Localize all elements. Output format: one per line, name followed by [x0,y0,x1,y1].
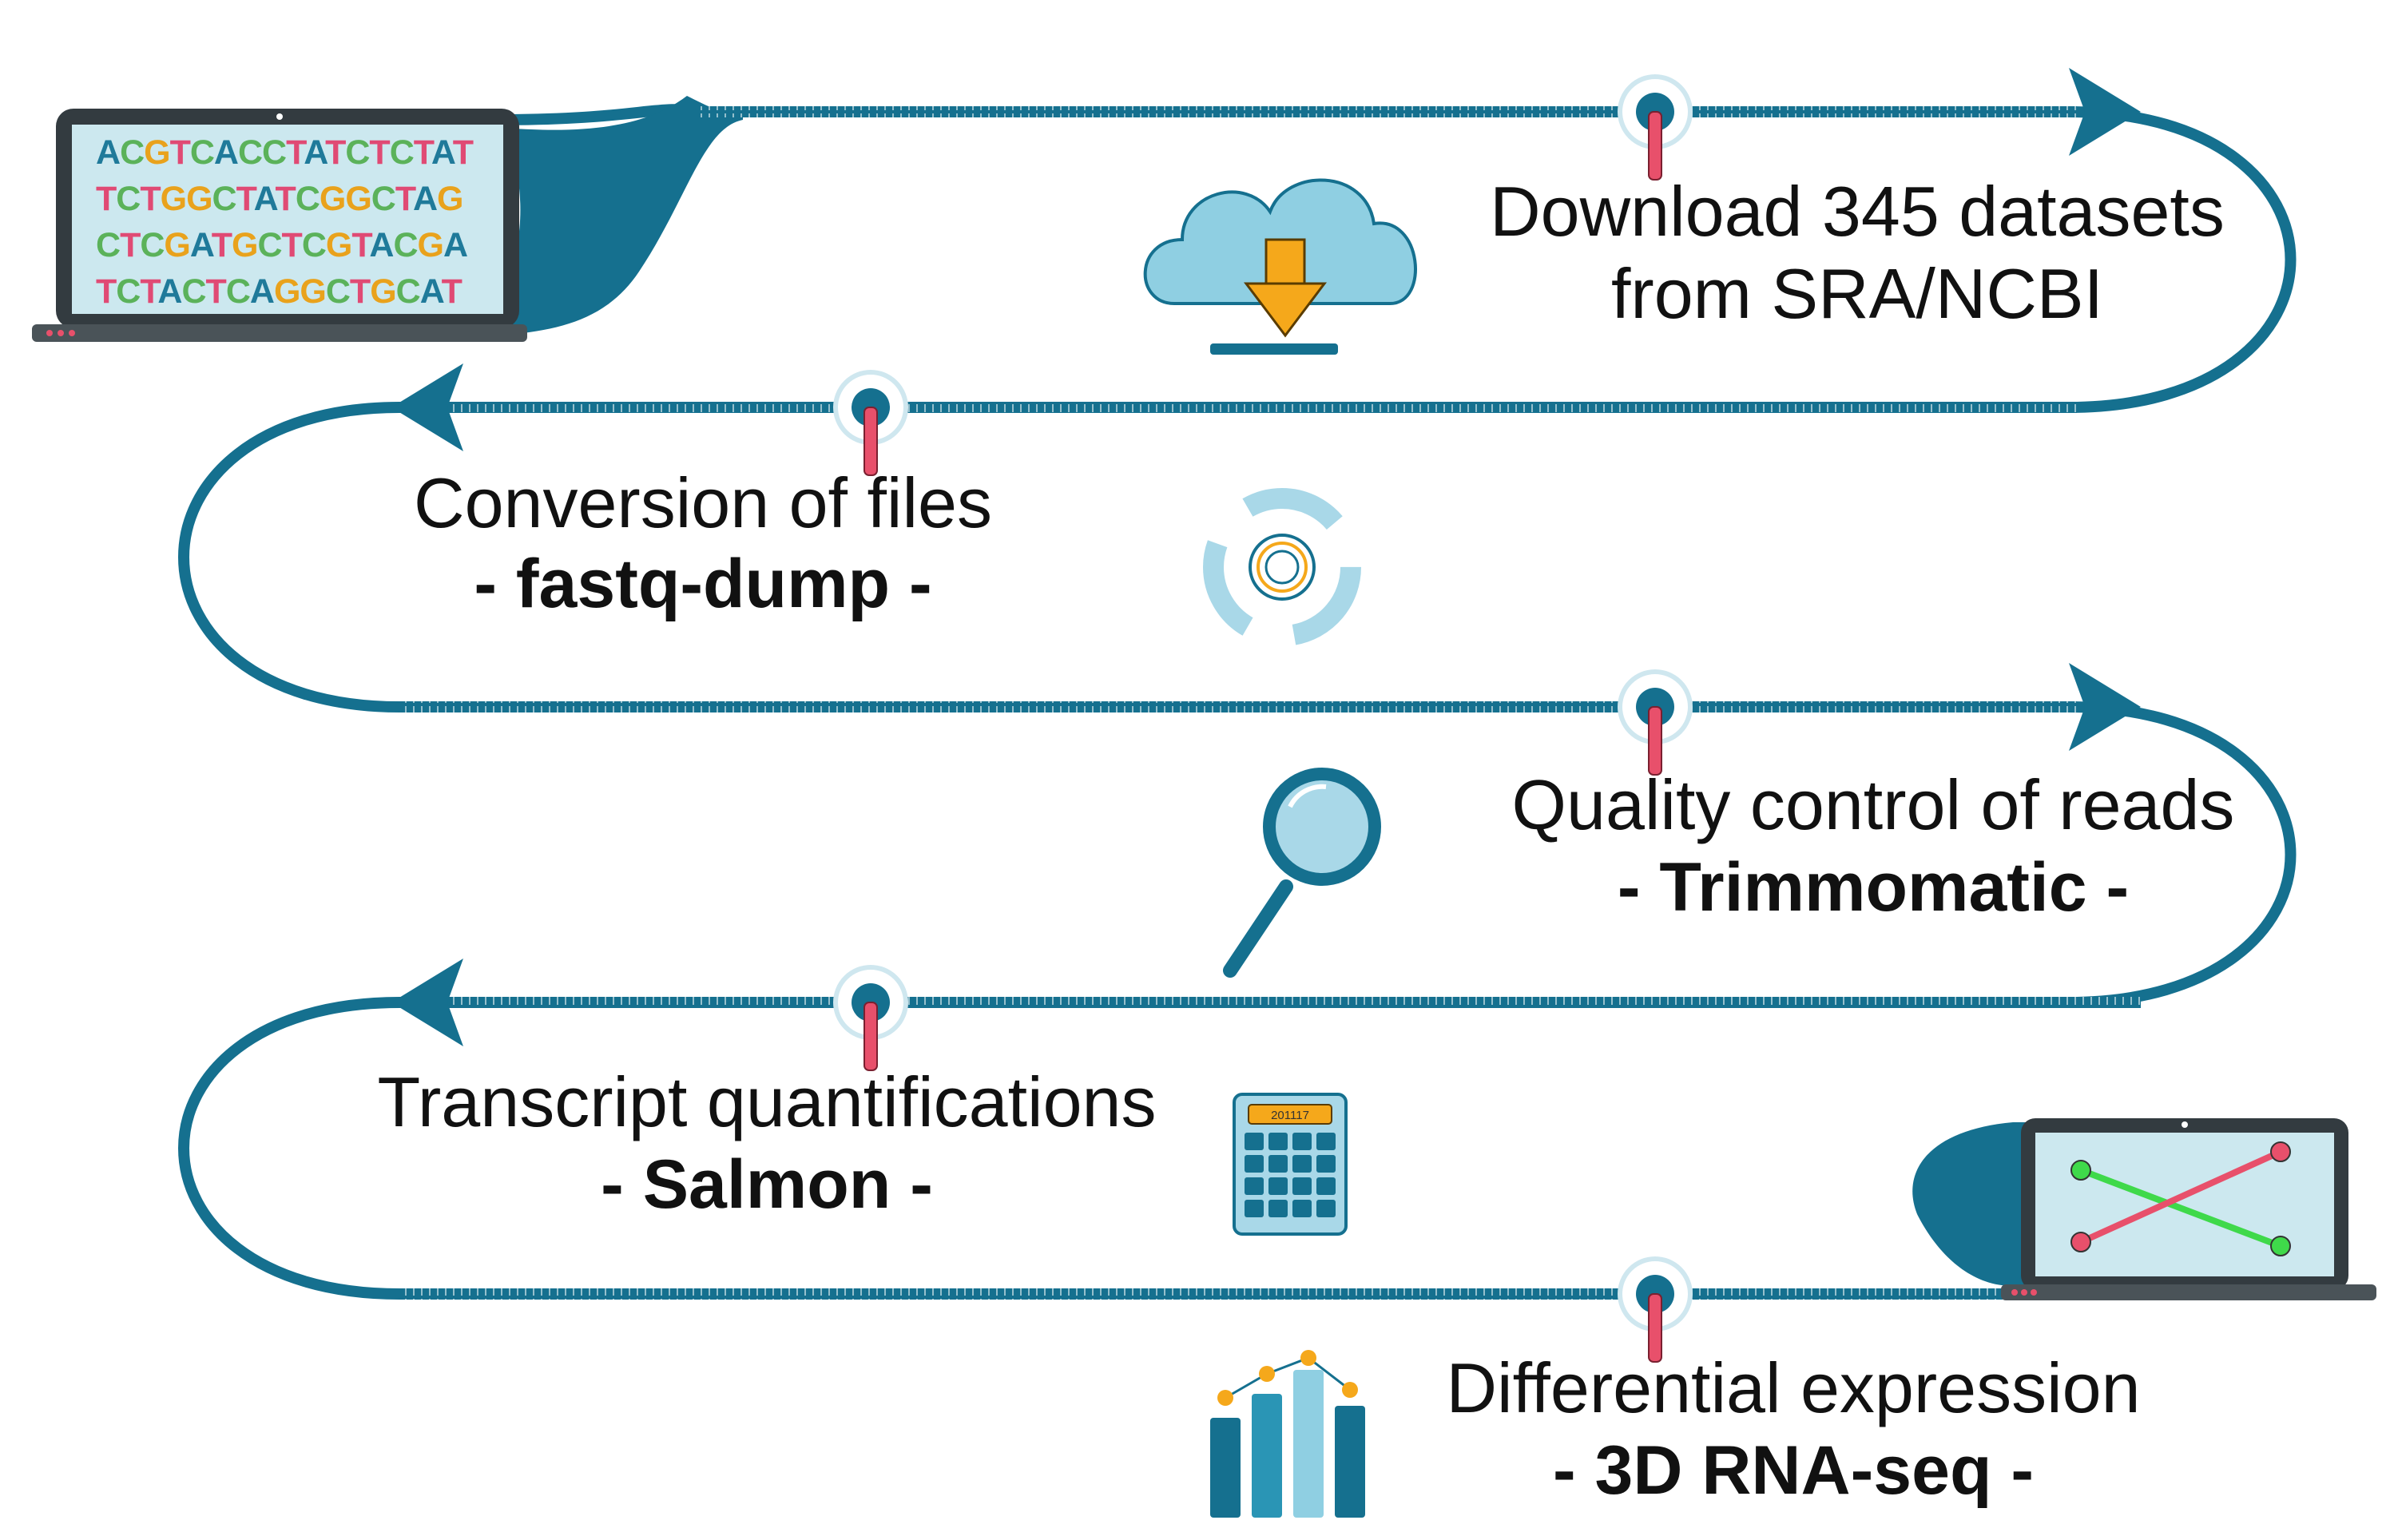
dna-line: TCTGGCTATCGGCTAG [96,180,463,218]
crossing-lines-chart-icon [2070,1141,2291,1256]
dna-line: ACGTCACCTATCTCTAT [96,133,474,172]
bar-chart-icon [1210,1350,1365,1518]
cloud-download-icon [1143,178,1417,355]
direction-arrows [391,68,2141,1046]
step-3-title: Quality control of reads [1512,765,2235,844]
path-turn-left-2 [178,997,405,1300]
dna-sequence-text: ACGTCACCTATCTCTAT TCTGGCTATCGGCTAG CTCGATG… [96,133,474,311]
serpentine-path [178,104,2297,1300]
arrow-left-1-icon [391,363,463,451]
track-row-2 [399,402,2077,413]
track-row-5 [399,1288,2013,1300]
laptop-end [2001,1118,2376,1300]
path-start-flare [495,96,743,335]
pin-step-1 [1618,74,1693,181]
refresh-cycle-icon [1203,488,1361,646]
track-row-1 [695,106,2077,117]
step-2-tool: - fastq-dump - [474,546,931,622]
pin-step-3 [1618,669,1693,776]
step-1-title: Download 345 datasets [1490,172,2225,251]
pin-step-5 [1618,1256,1693,1363]
calculator-icon: 201117 [1233,1093,1348,1236]
arrow-right-2-icon [2069,663,2141,751]
laptop-start-base [32,324,527,342]
arrow-right-1-icon [2069,68,2141,156]
step-5-title: Differential expression [1446,1348,2140,1427]
path-turn-right-2 [2063,701,2297,1008]
step-1-title-line-2: from SRA/NCBI [1611,254,2103,333]
magnifier-icon [1223,768,1381,978]
dna-line: TCTACTCAGGCTGCAT [96,272,463,311]
path-end-flare [1912,1122,2029,1286]
dna-line: CTCGATGCTCGTACGA [96,226,467,264]
arrow-left-2-icon [391,959,463,1046]
step-pins [833,74,1693,1363]
path-turn-right-1 [2063,106,2297,413]
step-5-tool: - 3D RNA-seq - [1553,1432,2034,1509]
step-4-title: Transcript quantifications [378,1062,1157,1141]
step-2-title: Conversion of files [414,463,992,542]
calculator-display: 201117 [1271,1109,1309,1122]
path-turn-left-1 [178,402,405,712]
step-3-tool: - Trimmomatic - [1618,849,2129,926]
laptop-start: ACGTCACCTATCTCTAT TCTGGCTATCGGCTAG CTCGATG… [32,109,527,342]
pin-step-4 [833,965,908,1071]
track-row-4 [399,997,2141,1008]
laptop-start-screen [72,125,503,314]
pin-step-2 [833,370,908,476]
laptop-end-base [2001,1284,2376,1300]
track-row-3 [399,701,2077,712]
step-4-tool: - Salmon - [601,1146,933,1223]
